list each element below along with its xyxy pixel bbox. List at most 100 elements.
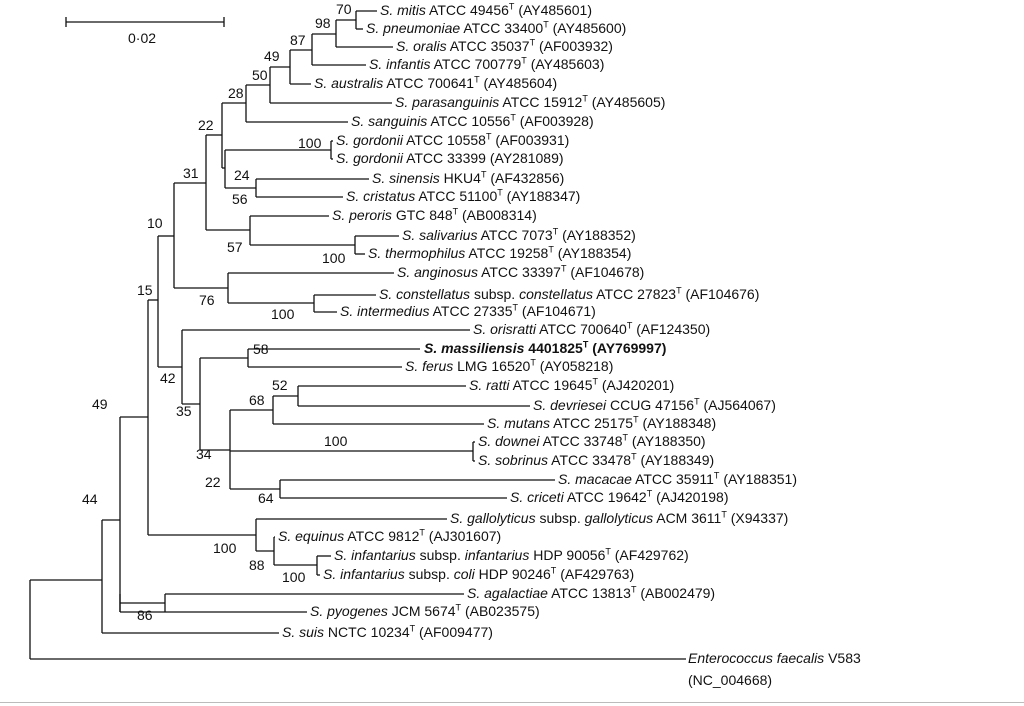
type-strain-mark: T [497,187,503,198]
type-strain-mark: T [626,320,633,331]
taxon-species: S. sinensis [372,170,440,186]
taxon-strain: HDP 90246 [478,566,551,582]
taxon-label-orisratti: S. orisratti ATCC 700640T (AF124350) [473,321,710,337]
taxon-subsp-word: subsp. [408,566,450,582]
taxon-species: S. devriesei [533,397,607,413]
taxon-species: S. salivarius [402,227,478,243]
type-strain-mark: T [529,37,536,48]
bootstrap-value: 57 [227,239,243,255]
bootstrap-value: 49 [92,396,108,412]
taxon-species: S. equinus [278,528,345,544]
taxon-label-devriesei: S. devriesei CCUG 47156T (AJ564067) [533,397,776,413]
taxon-accession: (AY281089) [489,150,564,166]
taxon-label-downei: S. downei ATCC 33748T (AY188350) [478,433,706,449]
bootstrap-value: 42 [160,370,176,386]
taxon-label-thermophilus: S. thermophilus ATCC 19258T (AY188354) [368,245,631,261]
bootstrap-value: 31 [183,165,199,181]
taxon-species: S. suis [282,624,325,640]
taxon-accession: (AY188350) [631,433,706,449]
taxon-label-oralis: S. oralis ATCC 35037T (AF003932) [396,38,613,54]
taxon-label-mitis: S. mitis ATCC 49456T (AY485601) [380,2,592,18]
bootstrap-value: 88 [249,557,265,573]
bootstrap-value: 64 [258,490,274,506]
taxon-accession: (AF009477) [419,624,493,640]
taxon-accession: (AB002479) [640,585,716,601]
bootstrap-value: 100 [298,135,322,151]
taxon-label-parasanguinis: S. parasanguinis ATCC 15912T (AY485605) [395,94,665,110]
taxon-species: S. cristatus [346,188,416,204]
bootstrap-value: 15 [137,282,153,298]
taxon-strain: ATCC 700641 [386,75,475,91]
bootstrap-value: 10 [147,215,163,231]
taxon-species: S. intermedius [340,303,430,319]
taxon-strain: ATCC 700779 [433,56,522,72]
taxon-subspecies: infantarius [464,547,530,563]
taxon-accession: (AY485603) [530,56,605,72]
taxon-label-sanguinis: S. sanguinis ATCC 10556T (AF003928) [351,113,594,129]
type-strain-mark: T [631,451,637,462]
taxon-species: S. ratti [469,377,510,393]
type-strain-mark: T [530,357,536,368]
taxon-strain: ATCC 51100 [418,188,498,204]
taxon-species: S. mutans [487,415,551,431]
taxon-species: S. pyogenes [310,603,388,619]
taxon-accession: (AF003931) [495,132,570,148]
taxon-species: S. australis [314,75,384,91]
taxon-strain: V583 [828,650,861,666]
type-strain-mark: T [721,509,727,520]
taxon-accession: (AF104678) [570,264,645,280]
type-strain-mark: T [633,414,639,425]
taxon-label-criceti: S. criceti ATCC 19642T (AJ420198) [510,489,729,505]
taxon-species: S. downei [478,433,540,449]
bootstrap-value: 100 [213,540,237,556]
type-strain-mark: T [452,206,459,217]
taxon-strain: ATCC 10558 [406,132,486,148]
taxon-species: Enterococcus faecalis [688,650,825,666]
type-strain-mark: T [592,376,599,387]
taxon-accession: (AJ301607) [428,528,502,544]
bootstrap-value: 24 [234,167,250,183]
taxon-label-equinus: S. equinus ATCC 9812T (AJ301607) [278,528,501,544]
taxon-species: S. infantis [369,56,431,72]
taxon-label-intermedius: S. intermedius ATCC 27335T (AF104671) [340,303,596,319]
taxon-accession: (AF003928) [519,113,594,129]
bootstrap-value: 22 [198,117,214,133]
type-strain-mark: T [560,263,567,274]
taxon-strain: ATCC 13813 [551,585,631,601]
taxon-strain: ACM 3611 [656,510,722,526]
taxon-label-gallolyticus: S. gallolyticus subsp. gallolyticus ACM … [450,510,788,526]
taxon-strain: ATCC 7073 [480,227,553,243]
taxon-species: S. sobrinus [478,452,549,468]
type-strain-mark: T [419,527,425,538]
taxon-strain: CCUG 47156 [610,397,695,413]
taxon-label-faecalis: Enterococcus faecalis V583 (NC_004668) [688,650,861,688]
taxon-accession: (NC_004668) [688,672,773,688]
bootstrap-value: 98 [315,15,331,31]
taxon-strain: ATCC 10556 [430,113,511,129]
type-strain-mark: T [582,339,589,350]
taxon-species: S. gallolyticus [450,510,536,526]
bootstrap-value: 87 [290,32,306,48]
taxon-strain: ATCC 33400 [463,20,544,36]
taxon-strain: NCTC 10234 [327,624,410,640]
type-strain-mark: T [508,1,515,12]
taxon-accession: (AY485605) [591,94,666,110]
taxon-species: S. parasanguinis [395,94,500,110]
taxon-strain: ATCC 35037 [449,38,530,54]
taxon-strain: ATCC 19258 [468,245,549,261]
taxon-strain: ATCC 19642 [566,489,647,505]
taxon-label-anginosus: S. anginosus ATCC 33397T (AF104678) [397,264,644,280]
type-strain-mark: T [676,285,682,296]
taxon-subspecies: coli [453,566,475,582]
bootstrap-value: 44 [82,491,98,507]
taxon-accession: (AF003932) [539,38,613,54]
type-strain-mark: T [455,602,462,613]
bootstrap-value: 68 [249,392,265,408]
taxon-strain: ATCC 49456 [429,2,509,18]
type-strain-mark: T [474,74,480,85]
taxon-subsp-word: subsp. [473,286,516,302]
taxon-strain: ATCC 33748 [542,433,623,449]
bootstrap-value: 86 [137,607,153,623]
taxon-strain: JCM 5674 [391,603,456,619]
